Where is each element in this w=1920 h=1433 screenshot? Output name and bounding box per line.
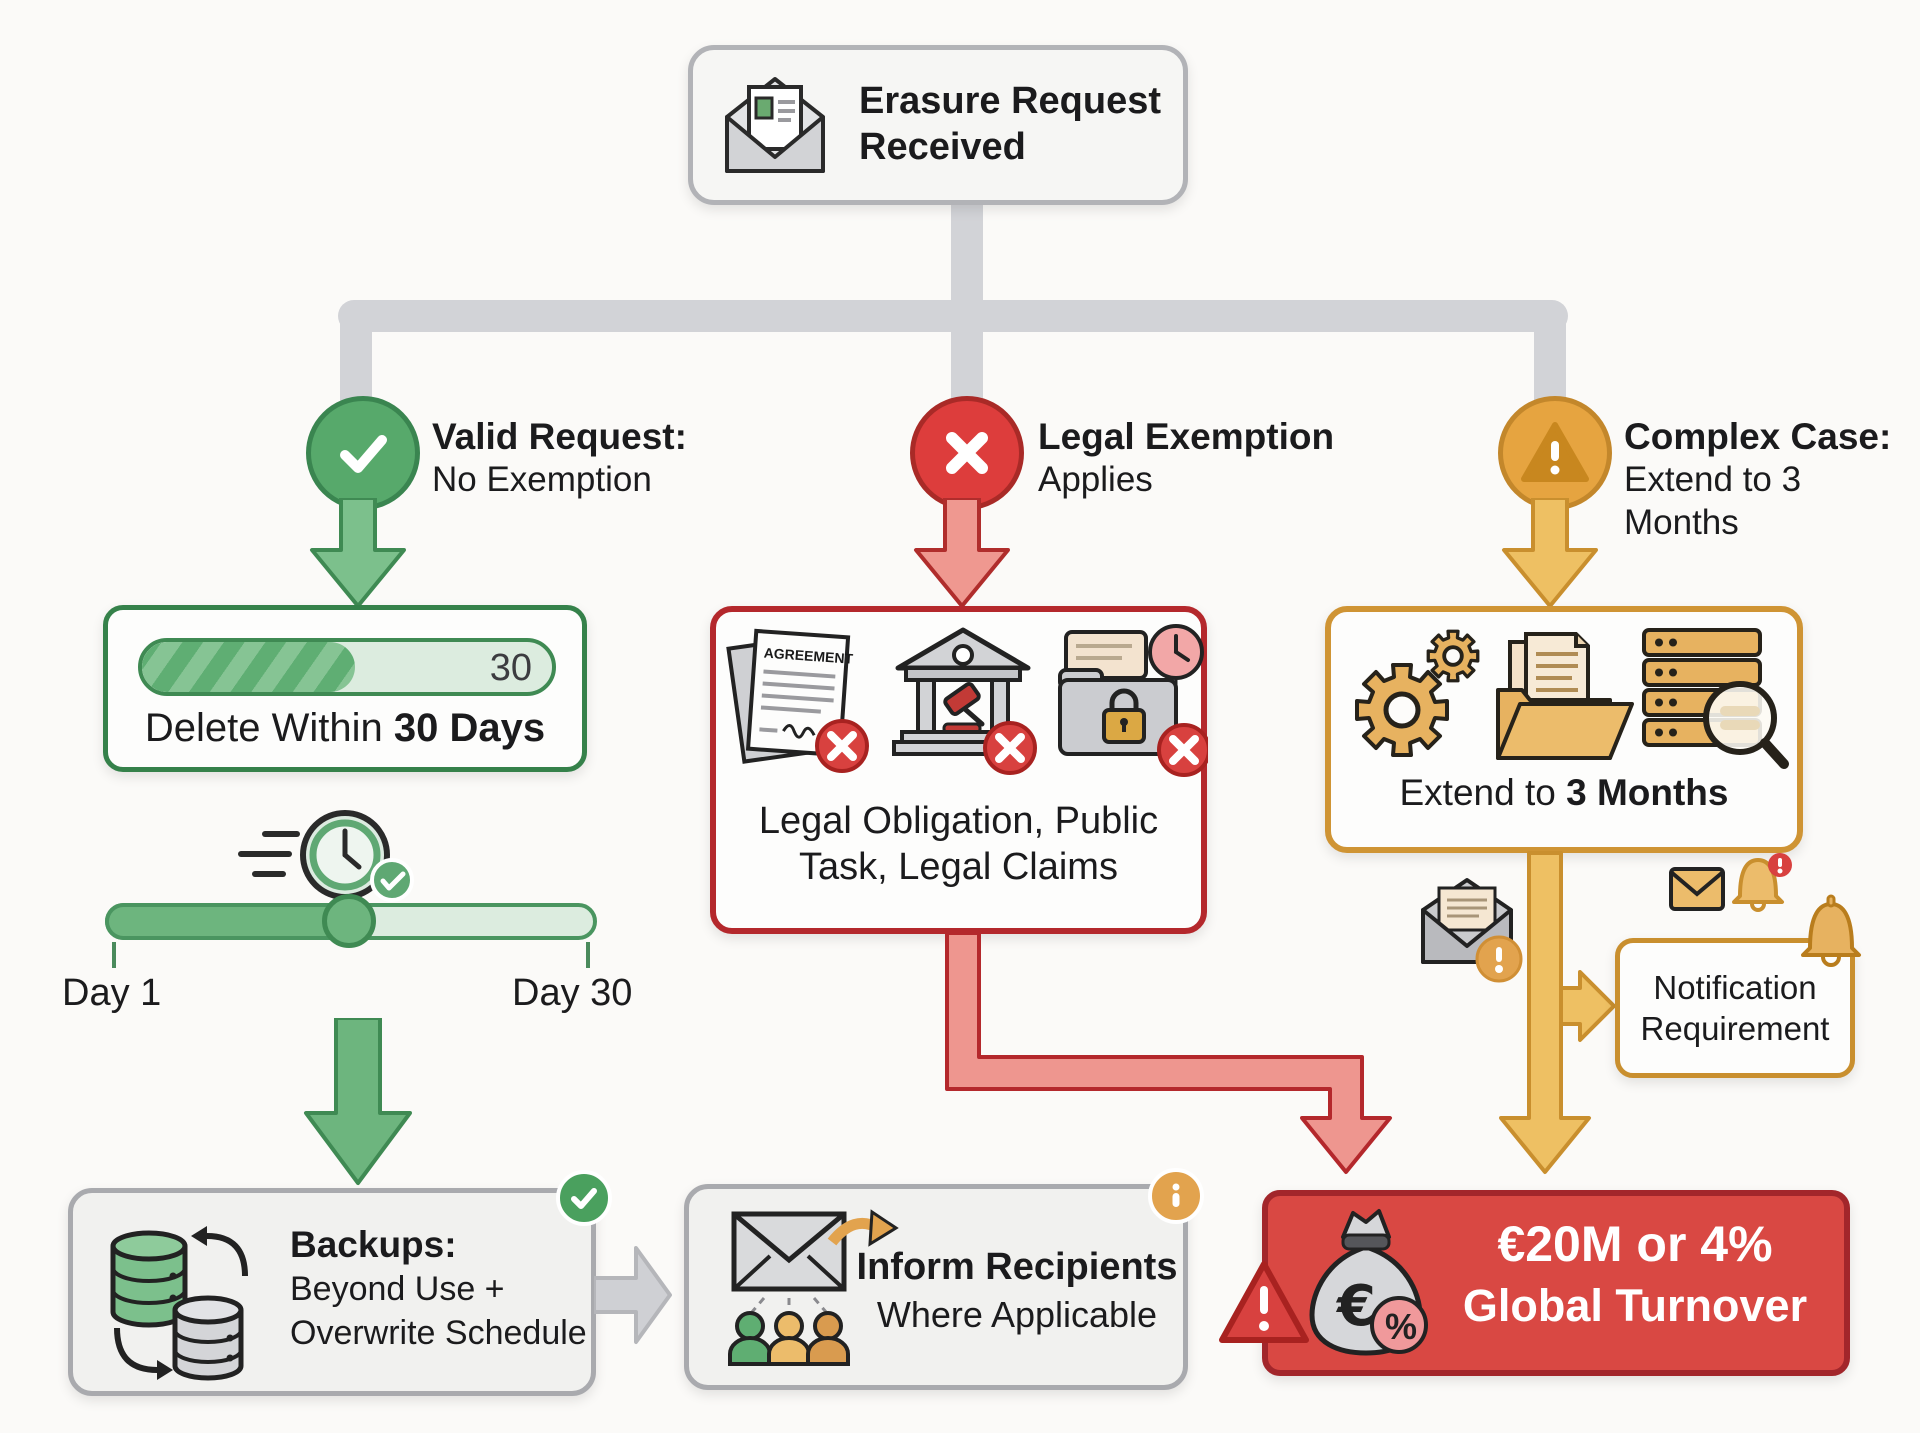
tick-day1: [112, 942, 116, 968]
progress-bar: 30: [138, 638, 556, 696]
connector-root-stem: [951, 203, 983, 303]
check-badge-icon: [556, 1170, 612, 1226]
open-envelope-letter-icon: [725, 77, 825, 173]
warning-triangle-icon: [1521, 422, 1589, 482]
x-icon: [946, 432, 988, 474]
bell-alert-icon: [1732, 853, 1792, 912]
valid-branch-label: Valid Request: No Exemption: [432, 416, 687, 500]
agreement-document-icon: AGREEMENT: [726, 628, 869, 773]
root-title: Erasure Request Received: [859, 80, 1162, 168]
gears-icon: [1355, 629, 1480, 757]
backups-text: Backups: Beyond Use + Overwrite Schedule: [290, 1224, 587, 1352]
green-down-arrow: [310, 498, 406, 608]
exemption-caption: Legal Obligation, Public Task, Legal Cla…: [758, 800, 1159, 889]
gray-right-arrow: [594, 1246, 672, 1344]
connector-drop-middle: [951, 308, 983, 404]
svg-text:€: €: [1335, 1274, 1376, 1339]
courthouse-gavel-icon: [892, 627, 1037, 775]
envelope-info-icon: [1421, 878, 1523, 983]
envelope-icon: [1669, 867, 1725, 911]
connector-drop-right: [1534, 308, 1566, 404]
envelope-people-icon: [728, 1209, 899, 1366]
orange-elbow-arrow: [1499, 851, 1616, 1174]
folder-documents-icon: [1496, 632, 1634, 760]
erasure-request-node: Erasure Request Received: [688, 45, 1188, 205]
delete-30-days-node: 30 Delete Within 30 Days: [103, 605, 587, 772]
inform-text: Inform Recipients Where Applicable: [856, 1246, 1178, 1335]
delete-caption: Delete Within 30 Days: [144, 706, 546, 750]
exemption-branch-marker: [910, 396, 1024, 510]
check-icon: [340, 435, 387, 473]
red-elbow-arrow: [945, 931, 1392, 1174]
notification-requirement-node: Notification Requirement: [1615, 938, 1855, 1078]
valid-branch-marker: [306, 396, 420, 510]
progress-value: 30: [489, 647, 532, 689]
complex-branch-label: Complex Case: Extend to 3 Months: [1624, 416, 1892, 542]
clock-speed-check-icon: [238, 810, 414, 902]
connector-drop-left: [340, 308, 372, 404]
fine-text: €20M or 4% Global Turnover: [1462, 1216, 1808, 1331]
folder-lock-clock-icon: [1058, 624, 1208, 777]
svg-text:%: %: [1385, 1306, 1417, 1347]
exemption-branch-label: Legal Exemption Applies: [1038, 416, 1335, 500]
day1-label: Day 1: [62, 972, 162, 1014]
timeline-knob: [322, 894, 376, 948]
green-big-down-arrow: [304, 1018, 412, 1185]
extend-caption: Extend to 3 Months: [1399, 772, 1729, 813]
fine-warning-triangle-icon: [1219, 1261, 1309, 1343]
info-badge-icon: [1148, 1168, 1204, 1224]
money-bag-euro-percent-icon: € %: [1309, 1209, 1428, 1356]
complex-branch-marker: [1498, 396, 1612, 510]
day30-label: Day 30: [512, 972, 633, 1014]
red-down-arrow: [914, 498, 1010, 608]
progress-fill: [142, 642, 356, 692]
orange-down-arrow: [1502, 498, 1598, 608]
svg-text:AGREEMENT: AGREEMENT: [763, 645, 854, 667]
timeline-fill: [105, 903, 353, 940]
bell-icon: [1801, 894, 1861, 967]
server-magnifier-icon: [1642, 628, 1789, 769]
tick-day30: [586, 942, 590, 968]
database-sync-icon: [110, 1226, 248, 1381]
